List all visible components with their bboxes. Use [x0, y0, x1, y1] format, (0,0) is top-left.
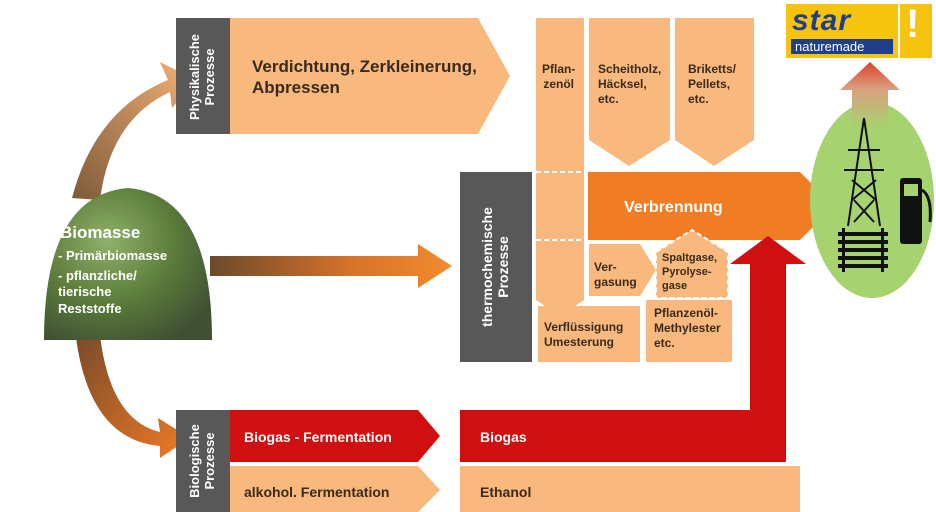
product-column-pflanzenoel: [536, 18, 584, 316]
product-label-scheitholz: Scheitholz, Häcksel, etc.: [598, 62, 662, 106]
biomass-dome: [44, 188, 212, 340]
combustion-label: Verbrennung: [624, 199, 723, 216]
logo-tagline: naturemade: [791, 39, 893, 54]
fuel-pump-icon: [900, 178, 932, 244]
biomass-item-primary: - Primärbiomasse: [58, 248, 168, 263]
liquefaction-box: [538, 306, 640, 362]
product-label-pflanzenoel: Pflan- zenöl: [542, 62, 576, 91]
gasification-box: [589, 244, 656, 296]
arrow-biomass-to-biological: [76, 335, 190, 458]
ester-box: [646, 300, 732, 362]
physical-process-label: Verdichtung, Zerkleinerung, Abpressen: [252, 57, 477, 98]
liquefaction-label: Verflüssigung Umesterung: [544, 320, 624, 349]
product-column-scheitholz: [589, 18, 670, 166]
product-column-briketts: [675, 18, 754, 166]
arrow-biomass-to-physical: [72, 62, 196, 200]
biogas-product-label: Biogas: [480, 429, 527, 445]
biomass-item-residues: - pflanzliche/ tierische Reststoffe: [58, 268, 137, 316]
ester-label: Pflanzenöl- Methylester etc.: [654, 306, 721, 350]
gasification-label: Ver- gasung: [594, 260, 637, 289]
arrow-biomass-to-thermo: [210, 244, 452, 288]
alcohol-process-label: alkohol. Fermentation: [244, 484, 390, 500]
thermo-category-label: thermochemische Prozesse: [479, 207, 512, 327]
combustion-arrow: [588, 172, 834, 240]
physical-category-bar: [176, 18, 230, 134]
radiator-icon: [838, 228, 888, 272]
up-arrow: [840, 62, 900, 128]
star-naturemade-logo: star naturemade !: [786, 2, 932, 58]
biogas-product-bar: [460, 236, 806, 462]
product-label-briketts: Briketts/ Pellets, etc.: [688, 62, 737, 106]
biological-category-label: Biologische Prozesse: [187, 424, 217, 498]
logo-separator: [898, 4, 900, 58]
physical-category-label: Physikalische Prozesse: [187, 34, 217, 120]
biogas-process-arrow: [230, 410, 440, 462]
biomass-title: Biomasse: [60, 223, 141, 242]
ethanol-product-bar: [460, 466, 800, 512]
physical-process-arrow: [230, 18, 510, 134]
biogas-process-label: Biogas - Fermentation: [244, 429, 392, 445]
alcohol-process-arrow: [230, 466, 440, 512]
gases-label: Spaltgase, Pyrolyse- gase: [662, 252, 718, 292]
logo-brand: star: [792, 4, 852, 37]
thermo-category-bar: [460, 172, 532, 362]
biological-category-bar: [176, 410, 230, 512]
logo-exclamation-icon: !: [906, 2, 920, 46]
ethanol-product-label: Ethanol: [480, 484, 532, 500]
gases-box: [655, 228, 729, 299]
power-pylon-icon: [844, 117, 884, 227]
